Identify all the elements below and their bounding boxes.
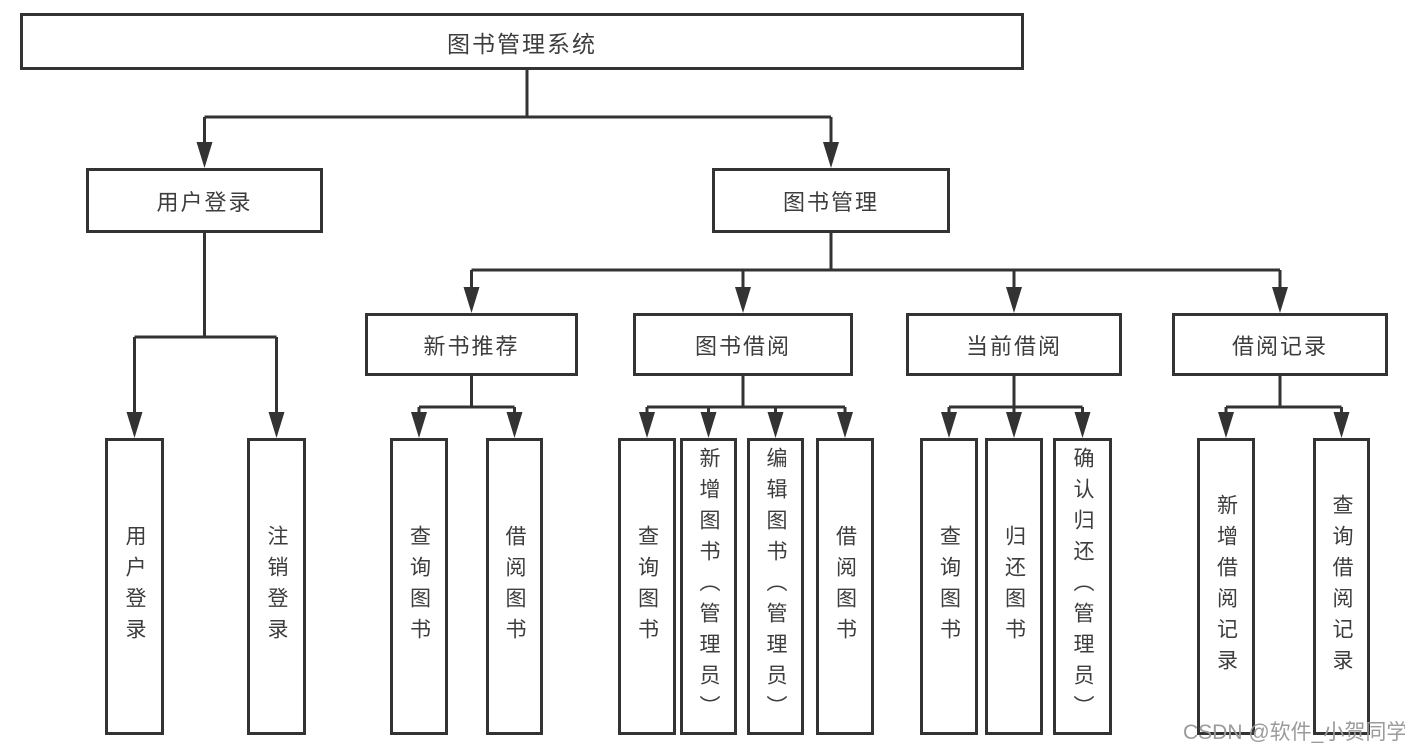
leaf-logout-label: 注销登录	[265, 524, 288, 649]
leaf-borrow-books-borrow: 借阅图书	[816, 438, 874, 735]
leaf-query-books-borrow-label: 查询图书	[635, 524, 659, 649]
node-book-borrow-label: 图书借阅	[694, 333, 791, 359]
leaf-edit-book-admin-label: 编辑图书（管理员）	[764, 447, 787, 726]
node-user-login: 用户登录	[86, 168, 323, 233]
node-current-borrow: 当前借阅	[906, 313, 1122, 376]
node-book-management-label: 图书管理	[782, 189, 879, 215]
leaf-query-books-borrow: 查询图书	[618, 438, 676, 735]
leaf-add-borrow-record: 新增借阅记录	[1197, 438, 1255, 735]
leaf-borrow-books-recommend: 借阅图书	[486, 438, 543, 735]
leaf-add-borrow-record-label: 新增借阅记录	[1214, 493, 1238, 680]
node-root: 图书管理系统	[20, 13, 1024, 70]
leaf-query-books-current: 查询图书	[920, 438, 978, 735]
leaf-user-login-label: 用户登录	[123, 524, 146, 649]
leaf-borrow-books-recommend-label: 借阅图书	[503, 524, 526, 649]
leaf-confirm-return-admin-label: 确认归还（管理员）	[1071, 447, 1094, 726]
leaf-query-borrow-record-label: 查询借阅记录	[1330, 493, 1353, 680]
leaf-edit-book-admin: 编辑图书（管理员）	[747, 438, 804, 735]
leaf-return-book-label: 归还图书	[1002, 524, 1026, 649]
leaf-query-borrow-record: 查询借阅记录	[1313, 438, 1370, 735]
leaf-query-books-recommend: 查询图书	[390, 438, 448, 735]
node-borrow-records-label: 借阅记录	[1231, 333, 1328, 359]
node-book-management: 图书管理	[712, 168, 950, 233]
node-new-book-recommend: 新书推荐	[365, 313, 578, 376]
leaf-add-book-admin-label: 新增图书（管理员）	[697, 447, 720, 726]
node-user-login-label: 用户登录	[156, 189, 253, 215]
node-root-label: 图书管理系统	[447, 30, 597, 57]
leaf-confirm-return-admin: 确认归还（管理员）	[1053, 438, 1112, 735]
node-new-book-recommend-label: 新书推荐	[423, 333, 520, 359]
node-borrow-records: 借阅记录	[1172, 313, 1388, 376]
leaf-logout: 注销登录	[247, 438, 306, 735]
leaf-query-books-recommend-label: 查询图书	[407, 524, 431, 649]
leaf-query-books-current-label: 查询图书	[937, 524, 961, 649]
node-current-borrow-label: 当前借阅	[965, 333, 1062, 359]
leaf-user-login: 用户登录	[105, 438, 164, 735]
leaf-borrow-books-borrow-label: 借阅图书	[833, 524, 857, 649]
node-book-borrow: 图书借阅	[633, 313, 853, 376]
leaf-add-book-admin: 新增图书（管理员）	[680, 438, 737, 735]
watermark-text: CSDN @软件_小贺同学	[1183, 721, 1405, 744]
leaf-return-book: 归还图书	[985, 438, 1043, 735]
